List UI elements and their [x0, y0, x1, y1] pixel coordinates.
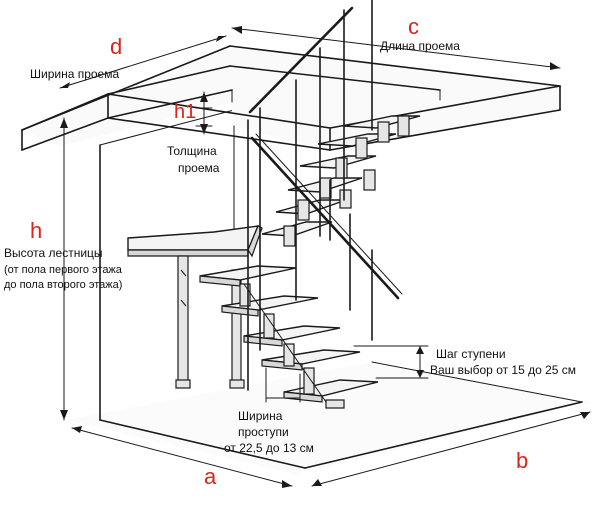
label-c: c	[408, 14, 419, 39]
lower-stringer	[239, 283, 345, 409]
label-thickness-2: проема	[178, 161, 220, 175]
label-thickness-1: Толщина	[167, 144, 217, 158]
label-b: b	[516, 448, 528, 473]
label-width-opening: Ширина проема	[30, 67, 119, 81]
label-step-2: Ваш выбор от 15 до 25 см	[430, 363, 576, 377]
dim-tread	[265, 367, 301, 403]
dim-b	[311, 411, 591, 487]
label-tread-3: от 22,5 до 13 см	[224, 441, 314, 455]
landing-posts	[175, 255, 245, 389]
upper-stringer	[283, 115, 410, 247]
dim-d	[59, 35, 227, 89]
label-a: a	[204, 464, 217, 489]
label-d: d	[110, 34, 122, 59]
dim-a	[71, 426, 293, 488]
dim-h	[60, 117, 68, 421]
landing	[127, 225, 263, 258]
label-h1: h1	[174, 101, 196, 123]
handrail	[248, 6, 403, 300]
dim-h1	[195, 91, 213, 135]
ceiling-slab	[21, 45, 561, 152]
floor	[66, 361, 590, 474]
label-h: h	[30, 218, 42, 243]
dim-step	[353, 345, 429, 379]
label-length-opening: Длина проема	[380, 39, 460, 53]
dim-c	[231, 26, 561, 70]
label-height-2: (от пола первого этажа	[4, 264, 123, 276]
label-height-3: до пола второго этажа)	[4, 279, 122, 291]
label-step-1: Шаг ступени	[436, 347, 506, 361]
label-tread-2: проступи	[238, 425, 289, 439]
label-tread-1: Ширина	[238, 409, 283, 423]
label-height-1: Высота лестницы	[4, 246, 103, 260]
